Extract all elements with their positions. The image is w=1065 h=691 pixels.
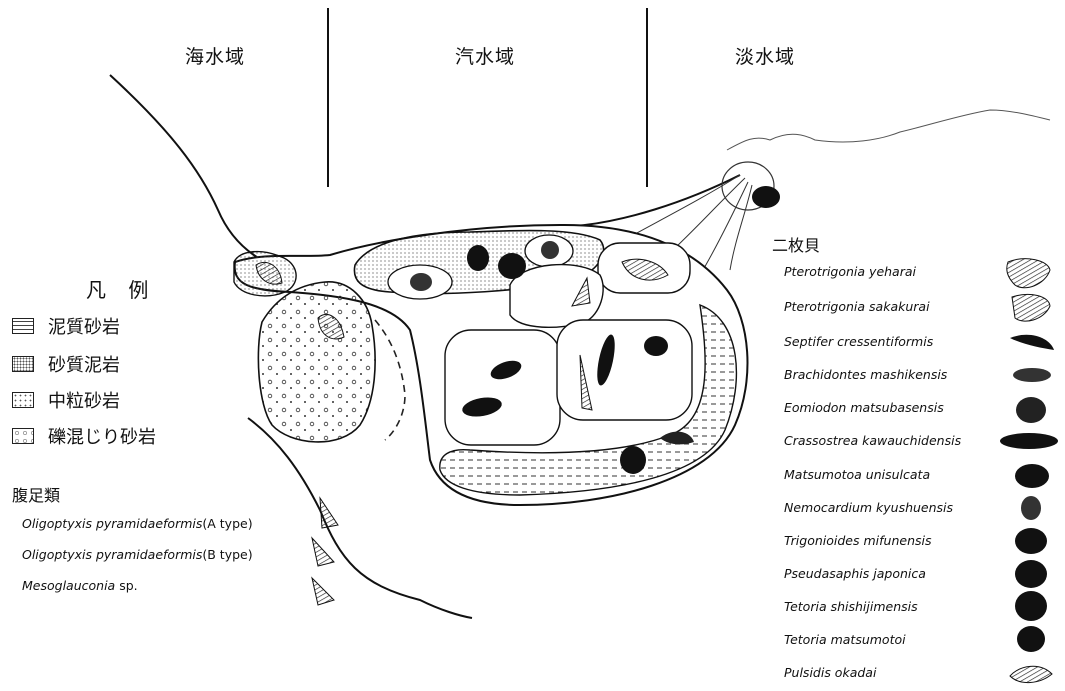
legend-label: 中粒砂岩 [48,387,120,413]
gastropod-icon-b [312,538,334,566]
shell-dark [410,273,432,291]
hills [727,110,1050,150]
shell-dark [467,245,489,271]
zone-label-brackish: 汽水域 [455,42,515,69]
dashed-facies-line [375,320,405,440]
bivalve-species: Pulsidis okadai [784,665,876,680]
bivalve-icon [1021,496,1041,520]
bivalve-species: Trigonioides mifunensis [784,533,932,548]
bivalve-icon [1015,591,1047,621]
swatch-muddy-sandstone [12,318,34,334]
legend-item-muddy-sandstone: 泥質砂岩 [12,314,120,338]
bivalve-species: Pterotrigonia sakakurai [784,299,930,314]
zone-label-freshwater: 淡水域 [735,42,795,69]
bivalve-species: Nemocardium kyushuensis [784,500,953,515]
zone-label-marine: 海水域 [185,42,245,69]
bivalve-species: Tetoria shishijimensis [784,599,918,614]
bivalves-heading: 二枚貝 [772,232,820,256]
swatch-sandy-mudstone [12,356,34,372]
brackish-cell-right [557,320,692,420]
legend-item-gravelly-sandstone: 礫混じり砂岩 [12,424,156,448]
bivalve-icon [1015,560,1047,588]
legend-label: 泥質砂岩 [48,313,120,339]
bivalve-icon [1013,368,1051,382]
bivalve-icon [1007,259,1050,288]
gastropod-legend-icons [312,498,338,605]
bivalve-icon [1015,464,1049,488]
gastropod-species: Mesoglauconia sp. [22,578,138,593]
swatch-gravelly-sandstone [12,428,34,444]
bivalve-species: Brachidontes mashikensis [784,367,947,382]
bivalve-species: Pterotrigonia yeharai [784,264,916,279]
bivalve-legend-icons [1000,259,1058,683]
shell-dark [644,336,668,356]
gastropod-icon-c [312,578,334,605]
bivalve-icon [1012,294,1050,321]
bivalve-species: Septifer cressentiformis [784,334,933,349]
bivalve-icon [1017,626,1045,652]
gastropod-species: Oligoptyxis pyramidaeformis(A type) [22,516,253,531]
legend-label: 礫混じり砂岩 [48,423,156,449]
bivalve-icon [1016,397,1046,423]
bivalve-species: Pseudasaphis japonica [784,566,926,581]
legend-item-sandy-mudstone: 砂質泥岩 [12,352,120,376]
gastropods-heading: 腹足類 [12,482,60,506]
bivalve-species: Tetoria matsumotoi [784,632,906,647]
bivalve-species: Eomiodon matsubasensis [784,400,944,415]
gastropod-species: Oligoptyxis pyramidaeformis(B type) [22,547,253,562]
gastropod-icon-a [320,498,338,528]
legend-item-medium-sandstone: 中粒砂岩 [12,388,120,412]
bivalve-species: Crassostrea kawauchidensis [784,433,961,448]
swatch-medium-sandstone [12,392,34,408]
brackish-cell-left [445,330,560,445]
bivalve-species: Matsumotoa unisulcata [784,467,930,482]
gravelly-sandstone-body [258,282,375,442]
shell-dark [620,446,646,474]
bivalve-icon [1010,335,1054,350]
bivalve-icon [1000,433,1058,449]
legend-title: 凡 例 [86,274,156,303]
legend-label: 砂質泥岩 [48,351,120,377]
river-mouth-shell [752,186,780,208]
shell-dark [541,241,559,259]
shell-dark [498,253,526,279]
bivalve-icon [1010,666,1052,682]
bivalve-icon [1015,528,1047,554]
